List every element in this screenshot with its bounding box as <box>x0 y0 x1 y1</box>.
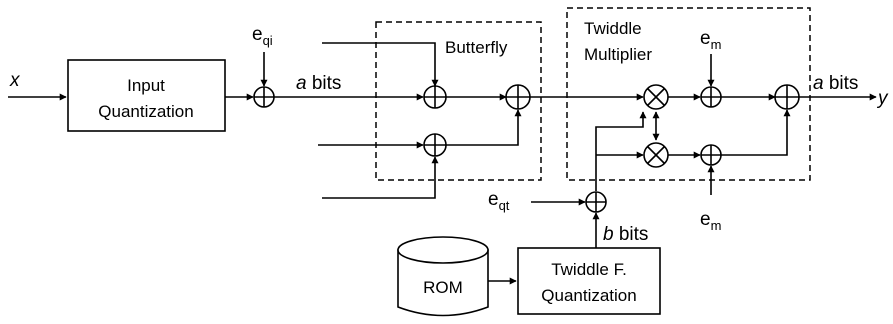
twiddle-multiplier-region <box>566 7 811 181</box>
twiddle-to-multiplier-wire <box>595 111 647 191</box>
output-y-label: y <box>876 88 889 109</box>
e-m-bottom-label: em <box>700 209 721 233</box>
input-quantization-label-2: Quantization <box>98 102 193 121</box>
input-quantization-label-1: Input <box>127 76 165 95</box>
rom-storage <box>397 236 489 317</box>
a-bits-label-1: a bits <box>296 73 341 94</box>
butterfly-region <box>375 21 542 181</box>
b-bits-label: b bits <box>603 224 648 245</box>
e-qi-label: eqi <box>252 24 273 48</box>
butterfly-label: Butterfly <box>445 38 508 57</box>
twiddle-quantization-label-2: Quantization <box>541 286 636 305</box>
e-qt-label: eqt <box>488 189 510 213</box>
bottom-branch-to-final-wire <box>721 109 791 156</box>
butterfly-bottom-input-wire <box>322 156 439 199</box>
input-x-label: x <box>9 70 21 91</box>
e-m-top-label: em <box>700 28 721 52</box>
twiddle-quantization-label-1: Twiddle F. <box>551 260 627 279</box>
twiddle-multiplier-label-2: Multiplier <box>584 45 652 64</box>
butterfly-bottom-to-right-wire <box>446 109 522 146</box>
input-quantization-block <box>67 59 226 132</box>
butterfly-top-input-wire <box>322 42 439 87</box>
twiddle-multiplier-label-1: Twiddle <box>584 19 642 38</box>
rom-label: ROM <box>423 278 463 297</box>
a-bits-label-2: a bits <box>813 73 858 94</box>
twiddle-quantization-block <box>517 247 661 315</box>
